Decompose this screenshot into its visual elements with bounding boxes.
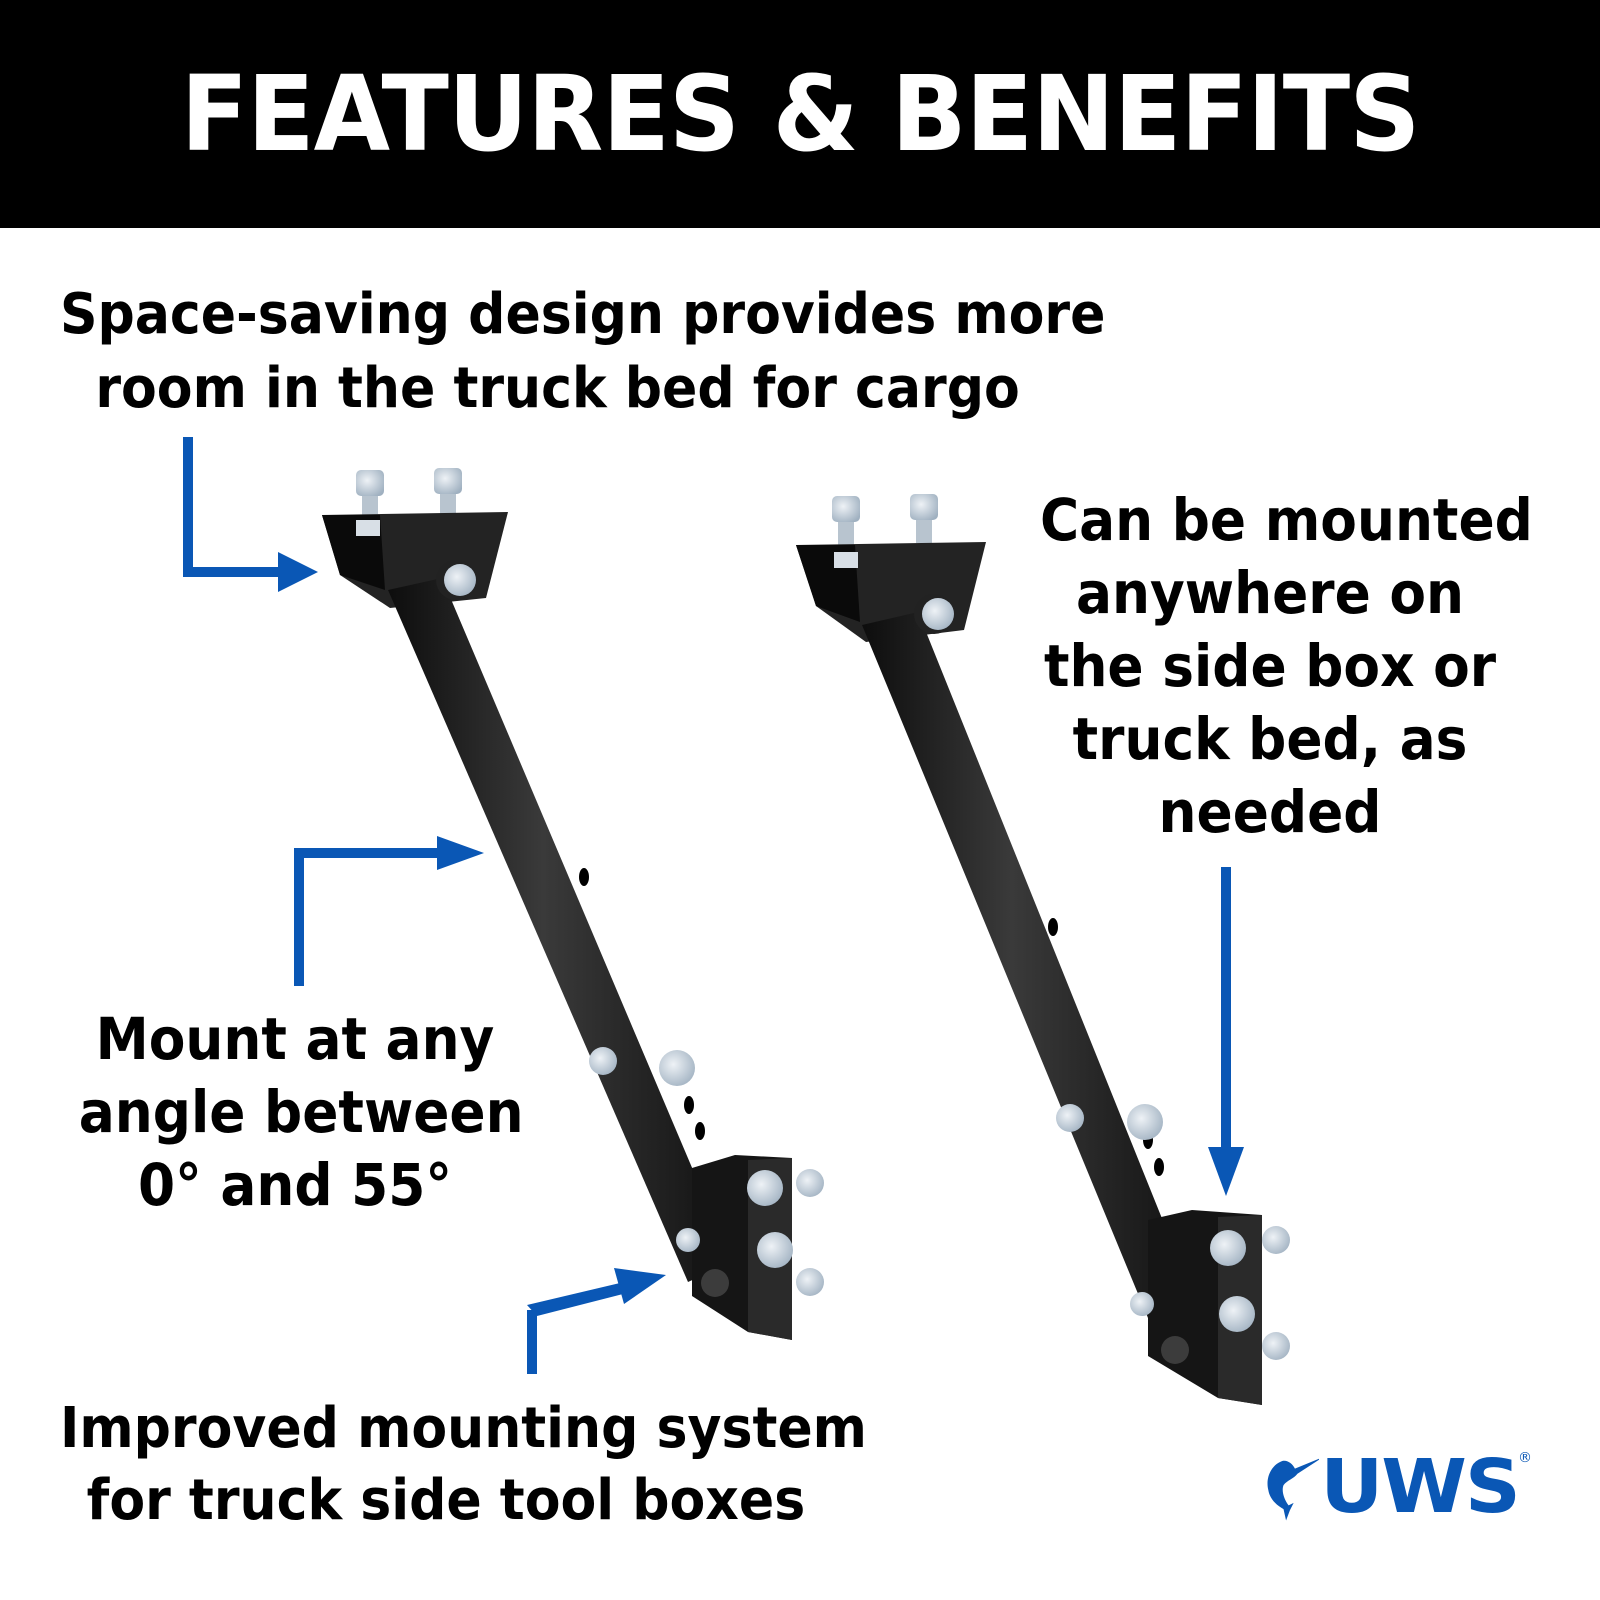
- elbow-up-right-arrow-icon: [294, 836, 484, 986]
- callout-mount-angle: Mount at any angle between 0° and 55°: [78, 1003, 524, 1222]
- sailfish-icon: [1267, 1458, 1319, 1521]
- callout-line: truck bed, as: [1072, 705, 1468, 773]
- callout-mount-anywhere: Can be mounted anywhere on the side box …: [1040, 484, 1533, 849]
- callout-line: Space-saving design provides more: [60, 282, 1106, 347]
- callout-line: Improved mounting system: [60, 1396, 867, 1461]
- callout-line: needed: [1158, 778, 1382, 846]
- callout-line: the side box or: [1043, 632, 1497, 700]
- callout-space-saving: Space-saving design provides more room i…: [60, 278, 1106, 426]
- callout-line: for truck side tool boxes: [86, 1468, 806, 1533]
- brand-logo: UWS ®: [1262, 1432, 1532, 1542]
- registered-mark: ®: [1518, 1450, 1532, 1466]
- callout-line: Mount at any: [95, 1005, 495, 1073]
- callout-line: Can be mounted: [1040, 486, 1533, 554]
- down-arrow-icon: [1208, 867, 1244, 1196]
- callout-line: 0° and 55°: [137, 1151, 453, 1219]
- callout-line: anywhere on: [1076, 559, 1464, 627]
- brand-name: UWS: [1320, 1444, 1521, 1530]
- callout-mounting-system: Improved mounting system for truck side …: [60, 1393, 867, 1537]
- angled-up-right-arrow-icon: [527, 1268, 666, 1374]
- callout-line: room in the truck bed for cargo: [95, 356, 1020, 421]
- elbow-down-right-arrow-icon: [183, 437, 318, 592]
- page-title: FEATURES & BENEFITS: [180, 53, 1421, 175]
- callout-line: angle between: [78, 1078, 524, 1146]
- header-banner: FEATURES & BENEFITS: [0, 0, 1600, 228]
